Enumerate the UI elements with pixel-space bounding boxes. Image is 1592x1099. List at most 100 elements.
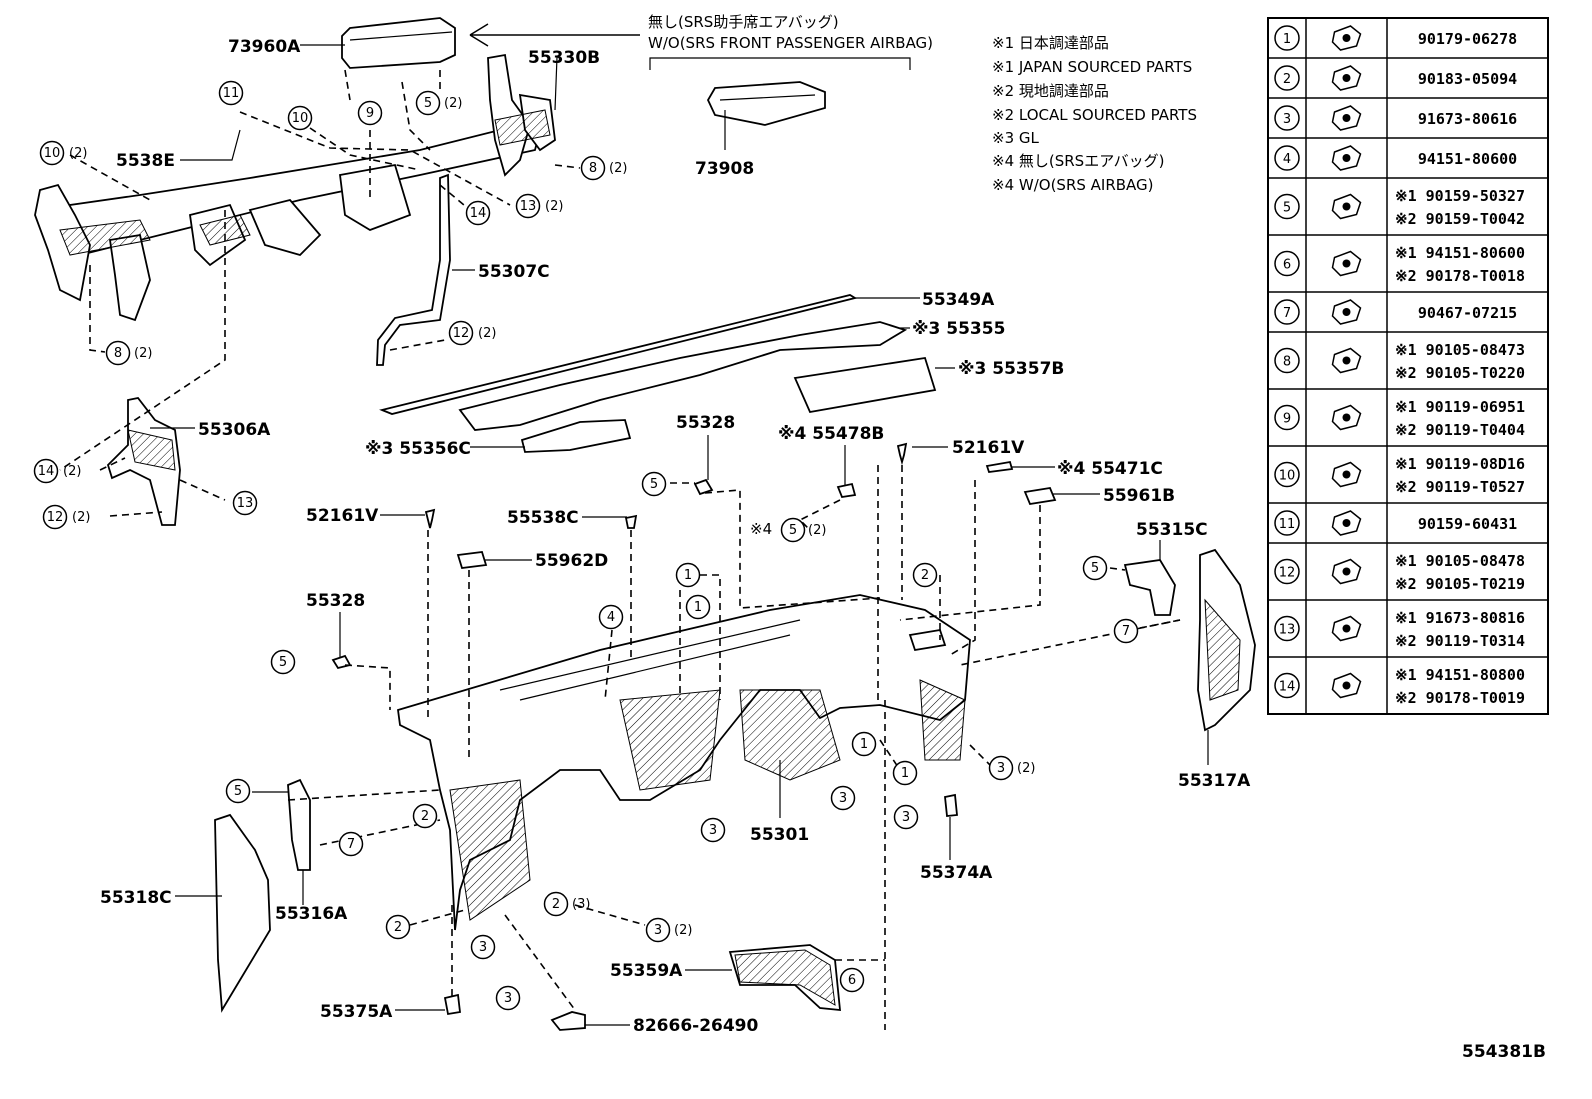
parts-table-number: 14 (1279, 680, 1296, 695)
svg-text:5: 5 (789, 523, 797, 538)
circle-8a: 8(2) (580, 155, 627, 181)
parts-table-code: 94151-80600 (1418, 150, 1517, 168)
circle-5c: 5(2)※4 (750, 517, 826, 543)
svg-text:3: 3 (902, 810, 910, 825)
parts-table-code: 90183-05094 (1418, 70, 1517, 88)
circle-10a: 10 (2) (39, 140, 87, 166)
circle-13b: 13 (232, 490, 258, 516)
parts-table-number: 1 (1283, 32, 1291, 47)
svg-text:無し(SRS助手席エアバッグ): 無し(SRS助手席エアバッグ) (648, 13, 839, 31)
circle-2a: 2 (912, 562, 938, 588)
svg-text:14: 14 (470, 206, 487, 221)
fastener-icon (1331, 461, 1362, 488)
pad-55355 (458, 321, 908, 431)
label-82666-26490: 82666-26490 (633, 1016, 759, 1036)
fastener-icon (1331, 615, 1362, 642)
label-55316A: 55316A (275, 904, 348, 924)
fastener-icon (1331, 510, 1362, 536)
label-55961B: 55961B (1103, 486, 1175, 506)
parts-table-code: 90179-06278 (1418, 30, 1517, 48)
fastener-icon (1331, 193, 1362, 220)
parts-table-number: 11 (1279, 517, 1296, 532)
bracket-55315C (1123, 559, 1176, 616)
svg-text:※2 LOCAL SOURCED PARTS: ※2 LOCAL SOURCED PARTS (992, 106, 1197, 124)
svg-text:3: 3 (654, 923, 662, 938)
svg-text:10: 10 (292, 111, 309, 126)
label-5538E: 5538E (116, 151, 175, 171)
svg-text:2: 2 (421, 809, 429, 824)
parts-table-code: 90159-60431 (1418, 515, 1517, 533)
grille-55962D (456, 551, 488, 569)
bracket-55316A (287, 778, 311, 871)
parts-table-row: 12※1 90105-08478※2 90105-T0219 (1268, 542, 1548, 593)
svg-text:5: 5 (650, 477, 658, 492)
parts-table-row: 10※1 90119-08D16※2 90119-T0527 (1268, 445, 1548, 496)
circle-2c: 2(3) (543, 891, 590, 917)
circle-3f: 3 (470, 934, 496, 960)
svg-text:9: 9 (366, 106, 374, 121)
circle-5b: 5 (641, 471, 667, 497)
parts-table-number: 4 (1283, 152, 1291, 167)
parts-table-code: ※2 90105-T0219 (1395, 575, 1525, 593)
svg-text:※2 現地調達部品: ※2 現地調達部品 (992, 82, 1109, 100)
parts-table-number: 5 (1283, 201, 1291, 216)
svg-text:※4 無し(SRSエアバッグ): ※4 無し(SRSエアバッグ) (992, 152, 1164, 170)
parts-table-number: 13 (1279, 623, 1296, 638)
parts-table-row: 6※1 94151-80600※2 90178-T0018 (1268, 234, 1548, 285)
label-55355: ※3 55355 (912, 319, 1005, 339)
svg-text:1: 1 (860, 737, 868, 752)
svg-text:14: 14 (38, 464, 55, 479)
callout-note: 無し(SRS助手席エアバッグ) W/O(SRS FRONT PASSENGER … (648, 13, 933, 52)
clip-55471C (985, 460, 1014, 473)
strip-55349A (379, 294, 858, 415)
svg-text:6: 6 (848, 973, 856, 988)
circle-5a: 5(2) (415, 90, 462, 116)
svg-text:3: 3 (709, 823, 717, 838)
panel-55357B (793, 356, 937, 414)
parts-table-code: ※1 90105-08478 (1395, 552, 1525, 570)
parts-table-row: 8※1 90105-08473※2 90105-T0220 (1268, 331, 1548, 382)
svg-text:※3 GL: ※3 GL (992, 129, 1040, 147)
svg-text:10: 10 (44, 146, 61, 161)
label-52161V-left: 52161V (306, 506, 379, 526)
svg-text:8: 8 (114, 346, 122, 361)
circle-2d: 2 (385, 914, 411, 940)
circle-3e: 3(2) (645, 917, 692, 943)
svg-text:※4 W/O(SRS AIRBAG): ※4 W/O(SRS AIRBAG) (992, 176, 1154, 194)
label-55349A: 55349A (922, 290, 995, 310)
label-55330B: 55330B (528, 48, 600, 68)
svg-text:4: 4 (607, 610, 615, 625)
fastener-icon (1331, 250, 1362, 277)
fastener-icon (1331, 347, 1362, 374)
parts-table-row: 5※1 90159-50327※2 90159-T0042 (1268, 177, 1548, 228)
parts-table-number: 10 (1279, 469, 1296, 484)
clip-55478B (836, 482, 857, 498)
screw-52161V-right (896, 442, 908, 466)
circle-4: 4 (598, 604, 624, 630)
svg-text:(2): (2) (72, 510, 90, 525)
svg-text:3: 3 (479, 940, 487, 955)
circle-5e: 5 (270, 649, 296, 675)
label-55317A: 55317A (1178, 771, 1251, 791)
fastener-icon (1331, 558, 1362, 585)
svg-text:7: 7 (1122, 624, 1130, 639)
svg-text:※1 JAPAN SOURCED PARTS: ※1 JAPAN SOURCED PARTS (992, 58, 1192, 76)
label-73960A: 73960A (228, 37, 301, 57)
side-panel-55318C (214, 813, 271, 1013)
fastener-icon (1331, 299, 1362, 325)
svg-text:(2): (2) (69, 146, 87, 161)
parts-table-number: 3 (1283, 112, 1291, 127)
label-55538C: 55538C (507, 508, 579, 528)
parts-table-code: ※1 90159-50327 (1395, 187, 1525, 205)
label-55306A: 55306A (198, 420, 271, 440)
parts-table-code: ※2 90119-T0527 (1395, 478, 1525, 496)
parts-table-number: 2 (1283, 72, 1291, 87)
svg-text:W/O(SRS FRONT PASSENGER AIRBAG: W/O(SRS FRONT PASSENGER AIRBAG) (648, 34, 933, 52)
label-55962D: 55962D (535, 551, 608, 571)
svg-text:12: 12 (47, 510, 64, 525)
circle-1b: 1 (685, 594, 711, 620)
reinforcement-assembly (34, 53, 556, 322)
circle-5d: 5 (1082, 555, 1108, 581)
